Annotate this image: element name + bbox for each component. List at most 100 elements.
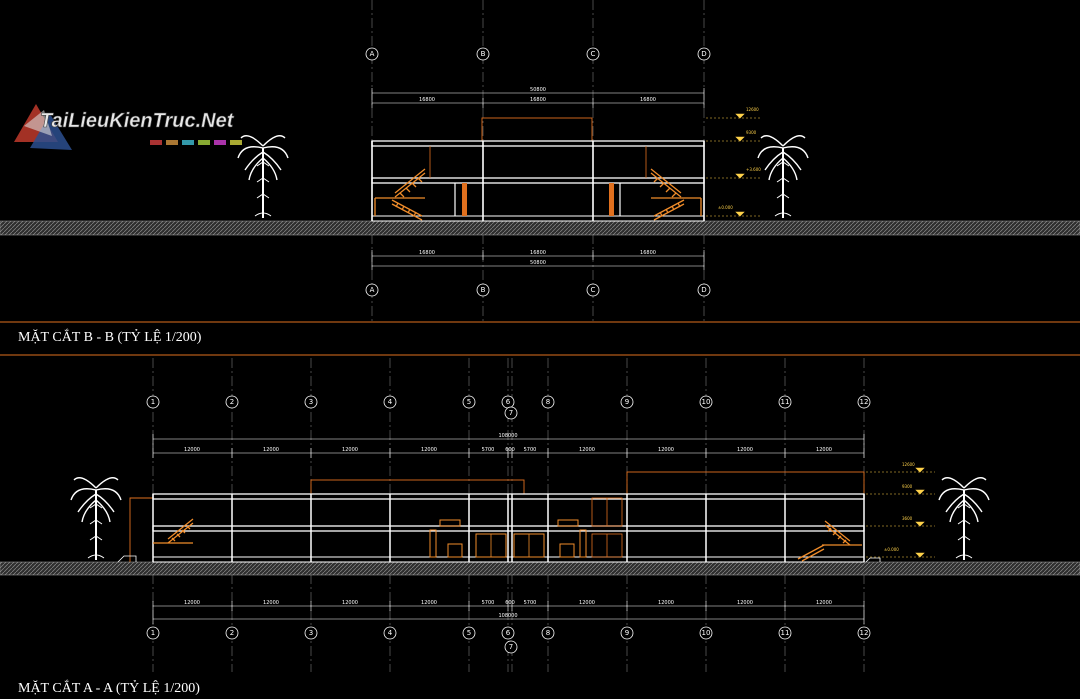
watermark-color-strip [150,140,242,145]
aa-level-markers [866,467,935,558]
bb-axis-label: B [481,286,486,294]
logo-icon [14,104,72,150]
aa-axis-bubbles-bottom [146,626,871,654]
aa-stair-right [797,520,862,562]
bb-stair-right [650,168,702,221]
bb-axis-label: B [481,50,486,58]
aa-axis-label: 2 [230,629,234,637]
aa-axis-label: 12 [860,398,869,406]
aa-span-dim: 5700 [524,447,537,453]
aa-level-label: 3600 [902,516,913,521]
aa-building [129,471,865,563]
aa-axis-label: 10 [702,398,711,406]
aa-axis-bubbles-top [146,395,871,420]
bb-axis-label: D [701,50,706,58]
aa-dimension-lines-top [152,434,865,458]
aa-axis-label: 8 [546,629,550,637]
bb-total-dim-top: 50800 [530,87,546,93]
aa-axis-label: 3 [309,629,313,637]
aa-entrance-steps [117,555,881,563]
aa-axis-label: 2 [230,398,234,406]
watermark-text: TaiLieuKienTruc.Net [40,110,235,132]
bb-axis-bubble-c [586,47,600,61]
bb-level-label: +3.600 [746,167,761,172]
bb-axis-label: A [370,50,375,58]
aa-axis-label: 8 [546,398,550,406]
section-a-a: 1 2 3 4 5 6 7 8 9 10 11 12 1 2 3 4 5 6 7… [0,358,1080,672]
aa-axis-label: 6 [506,398,511,406]
watermark-logo: TaiLieuKienTruc.Net [14,104,242,150]
aa-axis-label: 4 [388,629,393,637]
aa-span-dim: 12000 [421,447,437,453]
aa-span-dim: 12000 [658,447,674,453]
aa-span-dim: 600 [505,447,515,453]
bb-building [371,117,705,222]
aa-axis-label: 9 [625,629,629,637]
aa-axis-label: 12 [860,629,869,637]
aa-axis-label: 10 [702,629,711,637]
bb-level-label: 9300 [746,130,757,135]
tree-icon [237,134,289,219]
bb-span-dim: 16800 [640,250,656,256]
section-b-b: A B C D A B C D 50800 16800 16800 16800 [0,0,1080,322]
bb-stair-left [374,168,426,221]
aa-axis-label: 5 [467,398,471,406]
aa-axis-label: 11 [781,629,790,637]
aa-total-dim-top: 108000 [498,433,517,439]
aa-stair-left [153,518,194,544]
aa-span-dim: 12000 [342,600,358,606]
bb-axis-label: C [591,50,596,58]
aa-span-dim: 12000 [579,447,595,453]
bb-ground [0,220,1080,236]
tree-icon [938,476,990,561]
bb-axis-label: C [591,286,596,294]
aa-span-dim: 12000 [263,447,279,453]
aa-axis-label: 5 [467,629,471,637]
aa-total-dim-bottom: 108000 [498,613,517,619]
aa-axis-label: 1 [151,398,155,406]
tree-icon [70,476,122,561]
aa-span-dim: 12000 [816,447,832,453]
bb-level-label: 12600 [746,107,759,112]
bb-span-dim: 16800 [530,250,546,256]
bb-axis-bubble-a [365,47,379,61]
bb-span-dim: 16800 [530,97,546,103]
section-a-a-title: MẶT CẮT A - A (TỶ LỆ 1/200) [18,679,200,696]
aa-span-dim: 5700 [524,600,537,606]
aa-axis-label: 6 [506,629,511,637]
bb-axis-bubbles-bottom [365,283,711,297]
bb-axis-bubble-d [697,47,711,61]
aa-span-dim: 12000 [816,600,832,606]
aa-span-dim: 12000 [579,600,595,606]
aa-level-label: 12600 [902,462,915,467]
aa-span-dim: 12000 [184,447,200,453]
aa-level-label: ±0.000 [884,547,899,552]
bb-dimension-lines-bottom [371,250,705,270]
aa-span-dim: 5700 [482,447,495,453]
aa-axis-label: 11 [781,398,790,406]
aa-axis-label: 3 [309,398,313,406]
tree-icon [757,134,809,219]
bb-axis-lines [371,0,705,322]
bb-axis-label: D [701,286,706,294]
aa-span-dim: 12000 [658,600,674,606]
aa-span-dim: 12000 [421,600,437,606]
bb-span-dim: 16800 [640,97,656,103]
aa-span-dim: 12000 [342,447,358,453]
aa-axis-label: 9 [625,398,629,406]
aa-span-dim: 12000 [737,600,753,606]
aa-axis-label: 7 [509,643,513,651]
bb-dimension-lines-top [371,88,705,108]
aa-span-dim: 12000 [184,600,200,606]
bb-axis-label: A [370,286,375,294]
aa-level-label: 9300 [902,484,913,489]
bb-level-label: ±0.000 [718,205,733,210]
aa-dimension-lines-bottom [152,601,865,624]
aa-ground [0,561,1080,576]
aa-axis-label: 1 [151,629,155,637]
bb-total-dim-bottom: 50800 [530,260,546,266]
bb-span-dim: 16800 [419,97,435,103]
aa-span-dim: 5700 [482,600,495,606]
aa-axis-label: 7 [509,409,513,417]
aa-span-dim: 600 [505,600,515,606]
